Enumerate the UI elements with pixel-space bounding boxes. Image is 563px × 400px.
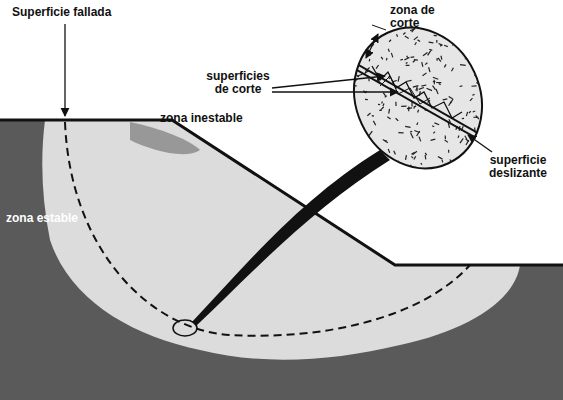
shear-band xyxy=(350,60,490,146)
leader-line xyxy=(372,25,386,30)
leader-line xyxy=(468,135,492,152)
leader-line xyxy=(272,91,398,92)
magnify-link xyxy=(192,150,390,326)
dimension-arrow xyxy=(366,34,378,58)
stable-ground xyxy=(0,120,563,400)
surface-label: Superficie fallada xyxy=(12,6,142,19)
ground-patch xyxy=(130,122,200,154)
zone-label: zona inestable xyxy=(160,112,270,125)
leader-line xyxy=(64,24,65,116)
leader-line xyxy=(272,76,385,88)
sliding-surface-label: superficie deslizante xyxy=(478,154,558,180)
magnified-zone xyxy=(331,7,504,190)
shear-surfaces-label: superficies de corte xyxy=(205,70,271,96)
shear-zone-label: zona de corte xyxy=(390,4,450,30)
zone-label: zona estable xyxy=(6,212,106,225)
